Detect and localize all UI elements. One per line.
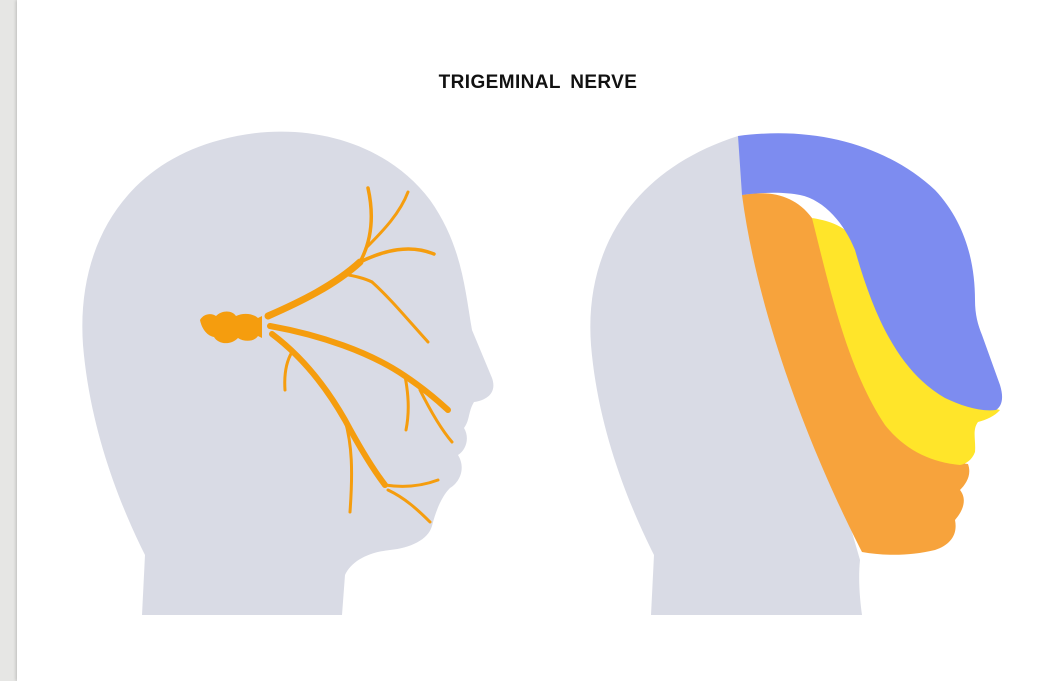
left-head-icon <box>82 132 493 615</box>
left-head-silhouette <box>82 132 493 615</box>
right-head-icon <box>590 133 1002 615</box>
